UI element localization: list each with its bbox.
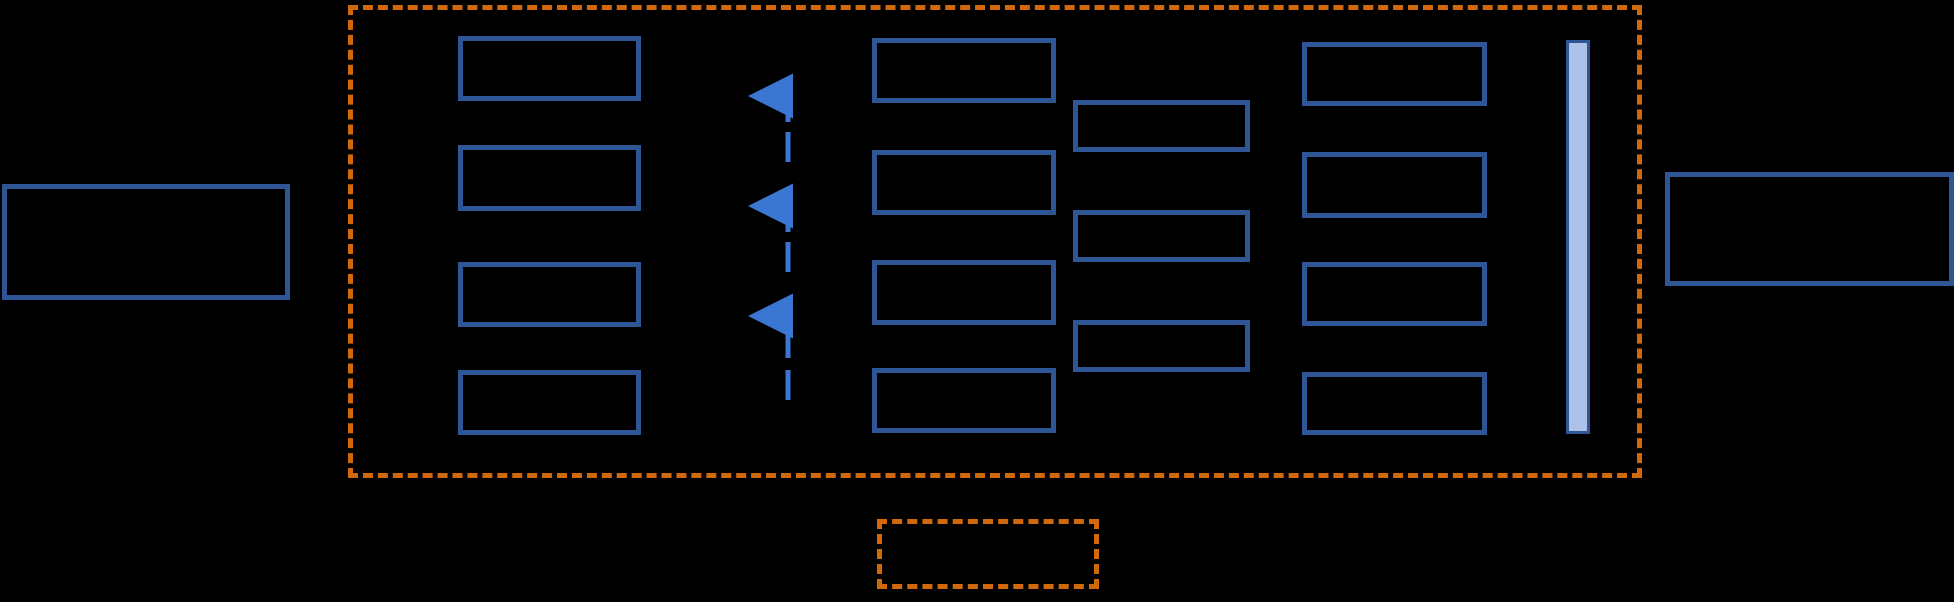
column-three-node-3[interactable] bbox=[1302, 262, 1487, 326]
column-two-node-3[interactable] bbox=[872, 260, 1056, 325]
bottom-dashed-group bbox=[877, 519, 1099, 589]
column-one-node-4[interactable] bbox=[458, 370, 641, 435]
column-two-node-2[interactable] bbox=[872, 150, 1056, 215]
arrow-up-3 bbox=[748, 293, 814, 400]
column-two-node-4[interactable] bbox=[872, 368, 1056, 433]
vertical-bar[interactable] bbox=[1566, 40, 1590, 434]
column-two-offset-node-3[interactable] bbox=[1073, 320, 1250, 372]
column-two-offset-node-1[interactable] bbox=[1073, 100, 1250, 152]
column-three-node-1[interactable] bbox=[1302, 42, 1487, 106]
column-two-offset-node-2[interactable] bbox=[1073, 210, 1250, 262]
arrow-up-2 bbox=[748, 183, 814, 272]
arrow-up-1 bbox=[748, 73, 814, 162]
column-three-node-4[interactable] bbox=[1302, 372, 1487, 435]
column-one-node-1[interactable] bbox=[458, 36, 641, 101]
main-dashed-group bbox=[348, 5, 1642, 478]
column-two-node-1[interactable] bbox=[872, 38, 1056, 103]
column-one-node-2[interactable] bbox=[458, 145, 641, 211]
column-one-node-3[interactable] bbox=[458, 262, 641, 327]
left-node[interactable] bbox=[2, 184, 290, 300]
right-node[interactable] bbox=[1665, 172, 1954, 286]
column-three-node-2[interactable] bbox=[1302, 152, 1487, 218]
